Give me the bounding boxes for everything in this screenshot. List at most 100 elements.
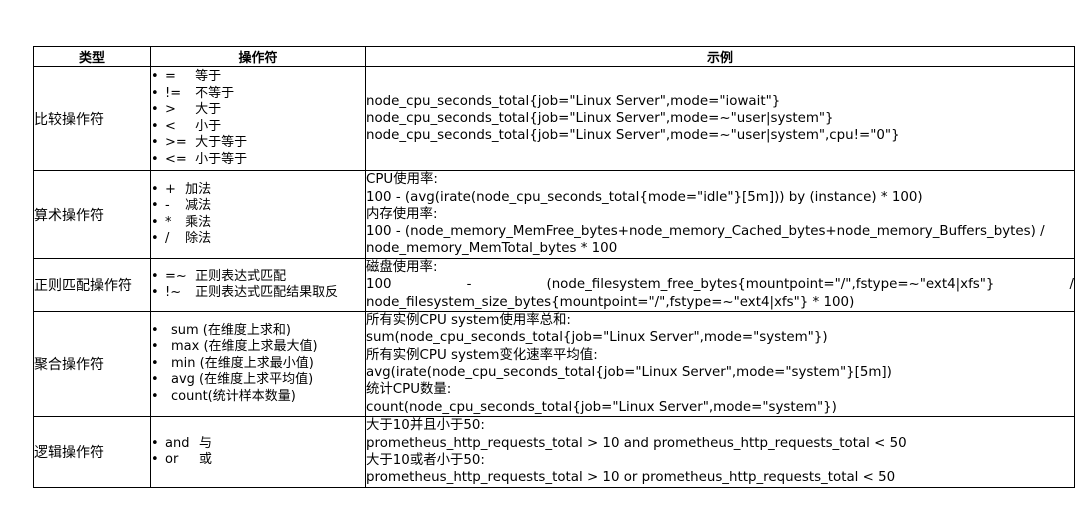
op-symbol: !~: [165, 285, 182, 300]
example-line: 大于10或者小于50:: [366, 453, 485, 468]
row-example-aggregation: 所有实例CPU system使用率总和: sum(node_cpu_second…: [365, 311, 1075, 417]
header-operator: 操作符: [150, 46, 366, 67]
row-type-logical: 逻辑操作符: [33, 416, 151, 488]
row-type-aggregation: 聚合操作符: [33, 311, 151, 417]
table-row: 算术操作符 •+ 加法 •- 减法 •* 乘法 •/ 除法 CPU使用率: 10…: [33, 170, 1075, 259]
op-desc: 正则表达式匹配: [195, 268, 287, 284]
example-line: prometheus_http_requests_total > 10 or p…: [366, 470, 896, 486]
list-item: •>= 大于等于: [151, 135, 248, 150]
list-item: •=~ 正则表达式匹配: [151, 268, 287, 284]
row-ops-comparison: •= 等于 •!= 不等于 •> 大于 •< 小于 •>= 大于等于 •<= 小…: [150, 66, 366, 171]
op-desc: max (在维度上求最大值): [171, 339, 318, 355]
table-row: 比较操作符 •= 等于 •!= 不等于 •> 大于 •< 小于 •>= 大于等于…: [33, 66, 1075, 171]
op-symbol: -: [165, 198, 170, 213]
row-example-regex: 磁盘使用率: 100 - (node_filesystem_free_bytes…: [365, 258, 1075, 312]
op-symbol: >=: [165, 135, 187, 150]
header-row: 类型 操作符 示例: [33, 46, 1075, 67]
example-line: 统计CPU数量:: [366, 382, 452, 398]
header-type: 类型: [33, 46, 151, 67]
op-desc: 等于: [195, 69, 222, 84]
list-item: •count(统计样本数量): [151, 388, 296, 404]
op-desc: 小于等于: [195, 151, 248, 167]
op-desc: 不等于: [195, 85, 235, 101]
row-type-regex: 正则匹配操作符: [33, 258, 151, 312]
row-example-comparison: node_cpu_seconds_total{job="Linux Server…: [365, 66, 1075, 171]
op-symbol: =: [165, 69, 176, 84]
list-item: •sum (在维度上求和): [151, 322, 291, 338]
list-item: •!~ 正则表达式匹配结果取反: [151, 285, 339, 300]
example-line: node_cpu_seconds_total{job="Linux Server…: [366, 93, 781, 109]
op-desc: 大于等于: [195, 135, 248, 150]
op-symbol: <: [165, 118, 176, 134]
op-symbol: /: [165, 231, 170, 246]
table-row: 聚合操作符 •sum (在维度上求和) •max (在维度上求最大值) •min…: [33, 311, 1075, 417]
list-item: •+ 加法: [151, 181, 212, 197]
list-item: •< 小于: [151, 118, 222, 134]
row-ops-regex: •=~ 正则表达式匹配 •!~ 正则表达式匹配结果取反: [150, 258, 366, 312]
example-line: sum(node_cpu_seconds_total{job="Linux Se…: [366, 330, 828, 346]
op-desc: min (在维度上求最小值): [171, 355, 314, 371]
example-line: CPU使用率:: [366, 172, 438, 188]
table-row: 正则匹配操作符 •=~ 正则表达式匹配 •!~ 正则表达式匹配结果取反 磁盘使用…: [33, 258, 1075, 312]
example-line: node_memory_MemTotal_bytes * 100: [366, 241, 618, 257]
example-line: prometheus_http_requests_total > 10 and …: [366, 435, 907, 451]
example-line: 磁盘使用率:: [366, 260, 438, 276]
list-item: •* 乘法: [151, 214, 212, 230]
row-example-arithmetic: CPU使用率: 100 - (avg(irate(node_cpu_second…: [365, 170, 1075, 259]
list-item: •!= 不等于: [151, 85, 235, 101]
example-token: /: [1069, 277, 1074, 293]
op-desc: 加法: [185, 181, 212, 197]
op-symbol: and: [165, 435, 190, 451]
op-desc: 乘法: [185, 214, 212, 230]
list-item: •min (在维度上求最小值): [151, 355, 314, 371]
example-line: node_filesystem_size_bytes{mountpoint="/…: [366, 294, 855, 310]
example-token: 100: [366, 277, 392, 293]
row-type-comparison: 比较操作符: [33, 66, 151, 171]
operators-table: 类型 操作符 示例 比较操作符 •= 等于 •!= 不等于 •> 大于 •< 小…: [33, 46, 1075, 488]
example-line: avg(irate(node_cpu_seconds_total{job="Li…: [366, 365, 892, 380]
op-desc: avg (在维度上求平均值): [171, 372, 314, 388]
op-symbol: +: [165, 181, 176, 197]
list-item: •= 等于: [151, 69, 222, 84]
example-line: 所有实例CPU system使用率总和:: [366, 313, 571, 329]
list-item: •max (在维度上求最大值): [151, 339, 318, 355]
op-desc: 正则表达式匹配结果取反: [195, 285, 339, 300]
list-item: •/ 除法: [151, 231, 212, 246]
row-example-logical: 大于10并且小于50: prometheus_http_requests_tot…: [365, 416, 1075, 488]
row-ops-aggregation: •sum (在维度上求和) •max (在维度上求最大值) •min (在维度上…: [150, 311, 366, 417]
example-line: node_cpu_seconds_total{job="Linux Server…: [366, 110, 834, 126]
op-desc: 大于: [195, 102, 222, 117]
op-symbol: <=: [165, 151, 187, 167]
op-desc: 小于: [195, 118, 222, 134]
example-line: 所有实例CPU system变化速率平均值:: [366, 347, 598, 363]
example-token: -: [466, 277, 472, 293]
op-symbol: !=: [165, 85, 182, 101]
op-desc: 除法: [185, 231, 212, 246]
row-type-arithmetic: 算术操作符: [33, 170, 151, 259]
row-ops-arithmetic: •+ 加法 •- 减法 •* 乘法 •/ 除法: [150, 170, 366, 259]
example-line: 大于10并且小于50:: [366, 418, 485, 434]
op-symbol: =~: [165, 268, 187, 284]
op-desc: 减法: [185, 198, 212, 213]
list-item: •<= 小于等于: [151, 151, 248, 167]
example-line: 100 - (avg(irate(node_cpu_seconds_total{…: [366, 189, 923, 205]
op-symbol: or: [165, 452, 179, 467]
op-desc: 与: [199, 435, 213, 451]
example-line: 内存使用率:: [366, 206, 438, 222]
list-item: •- 减法: [151, 198, 212, 213]
example-line: node_cpu_seconds_total{job="Linux Server…: [366, 128, 900, 144]
header-example: 示例: [365, 46, 1075, 67]
example-token: (node_filesystem_free_bytes{mountpoint="…: [546, 277, 995, 293]
example-line: 100 - (node_memory_MemFree_bytes+node_me…: [366, 224, 1045, 240]
op-symbol: *: [165, 214, 172, 230]
op-symbol: >: [165, 102, 176, 117]
op-desc: count(统计样本数量): [171, 388, 296, 404]
op-desc: 或: [199, 452, 213, 467]
example-line: count(node_cpu_seconds_total{job="Linux …: [366, 399, 837, 415]
list-item: •avg (在维度上求平均值): [151, 372, 314, 388]
example-line-justified: 100 - (node_filesystem_free_bytes{mountp…: [366, 276, 1074, 293]
